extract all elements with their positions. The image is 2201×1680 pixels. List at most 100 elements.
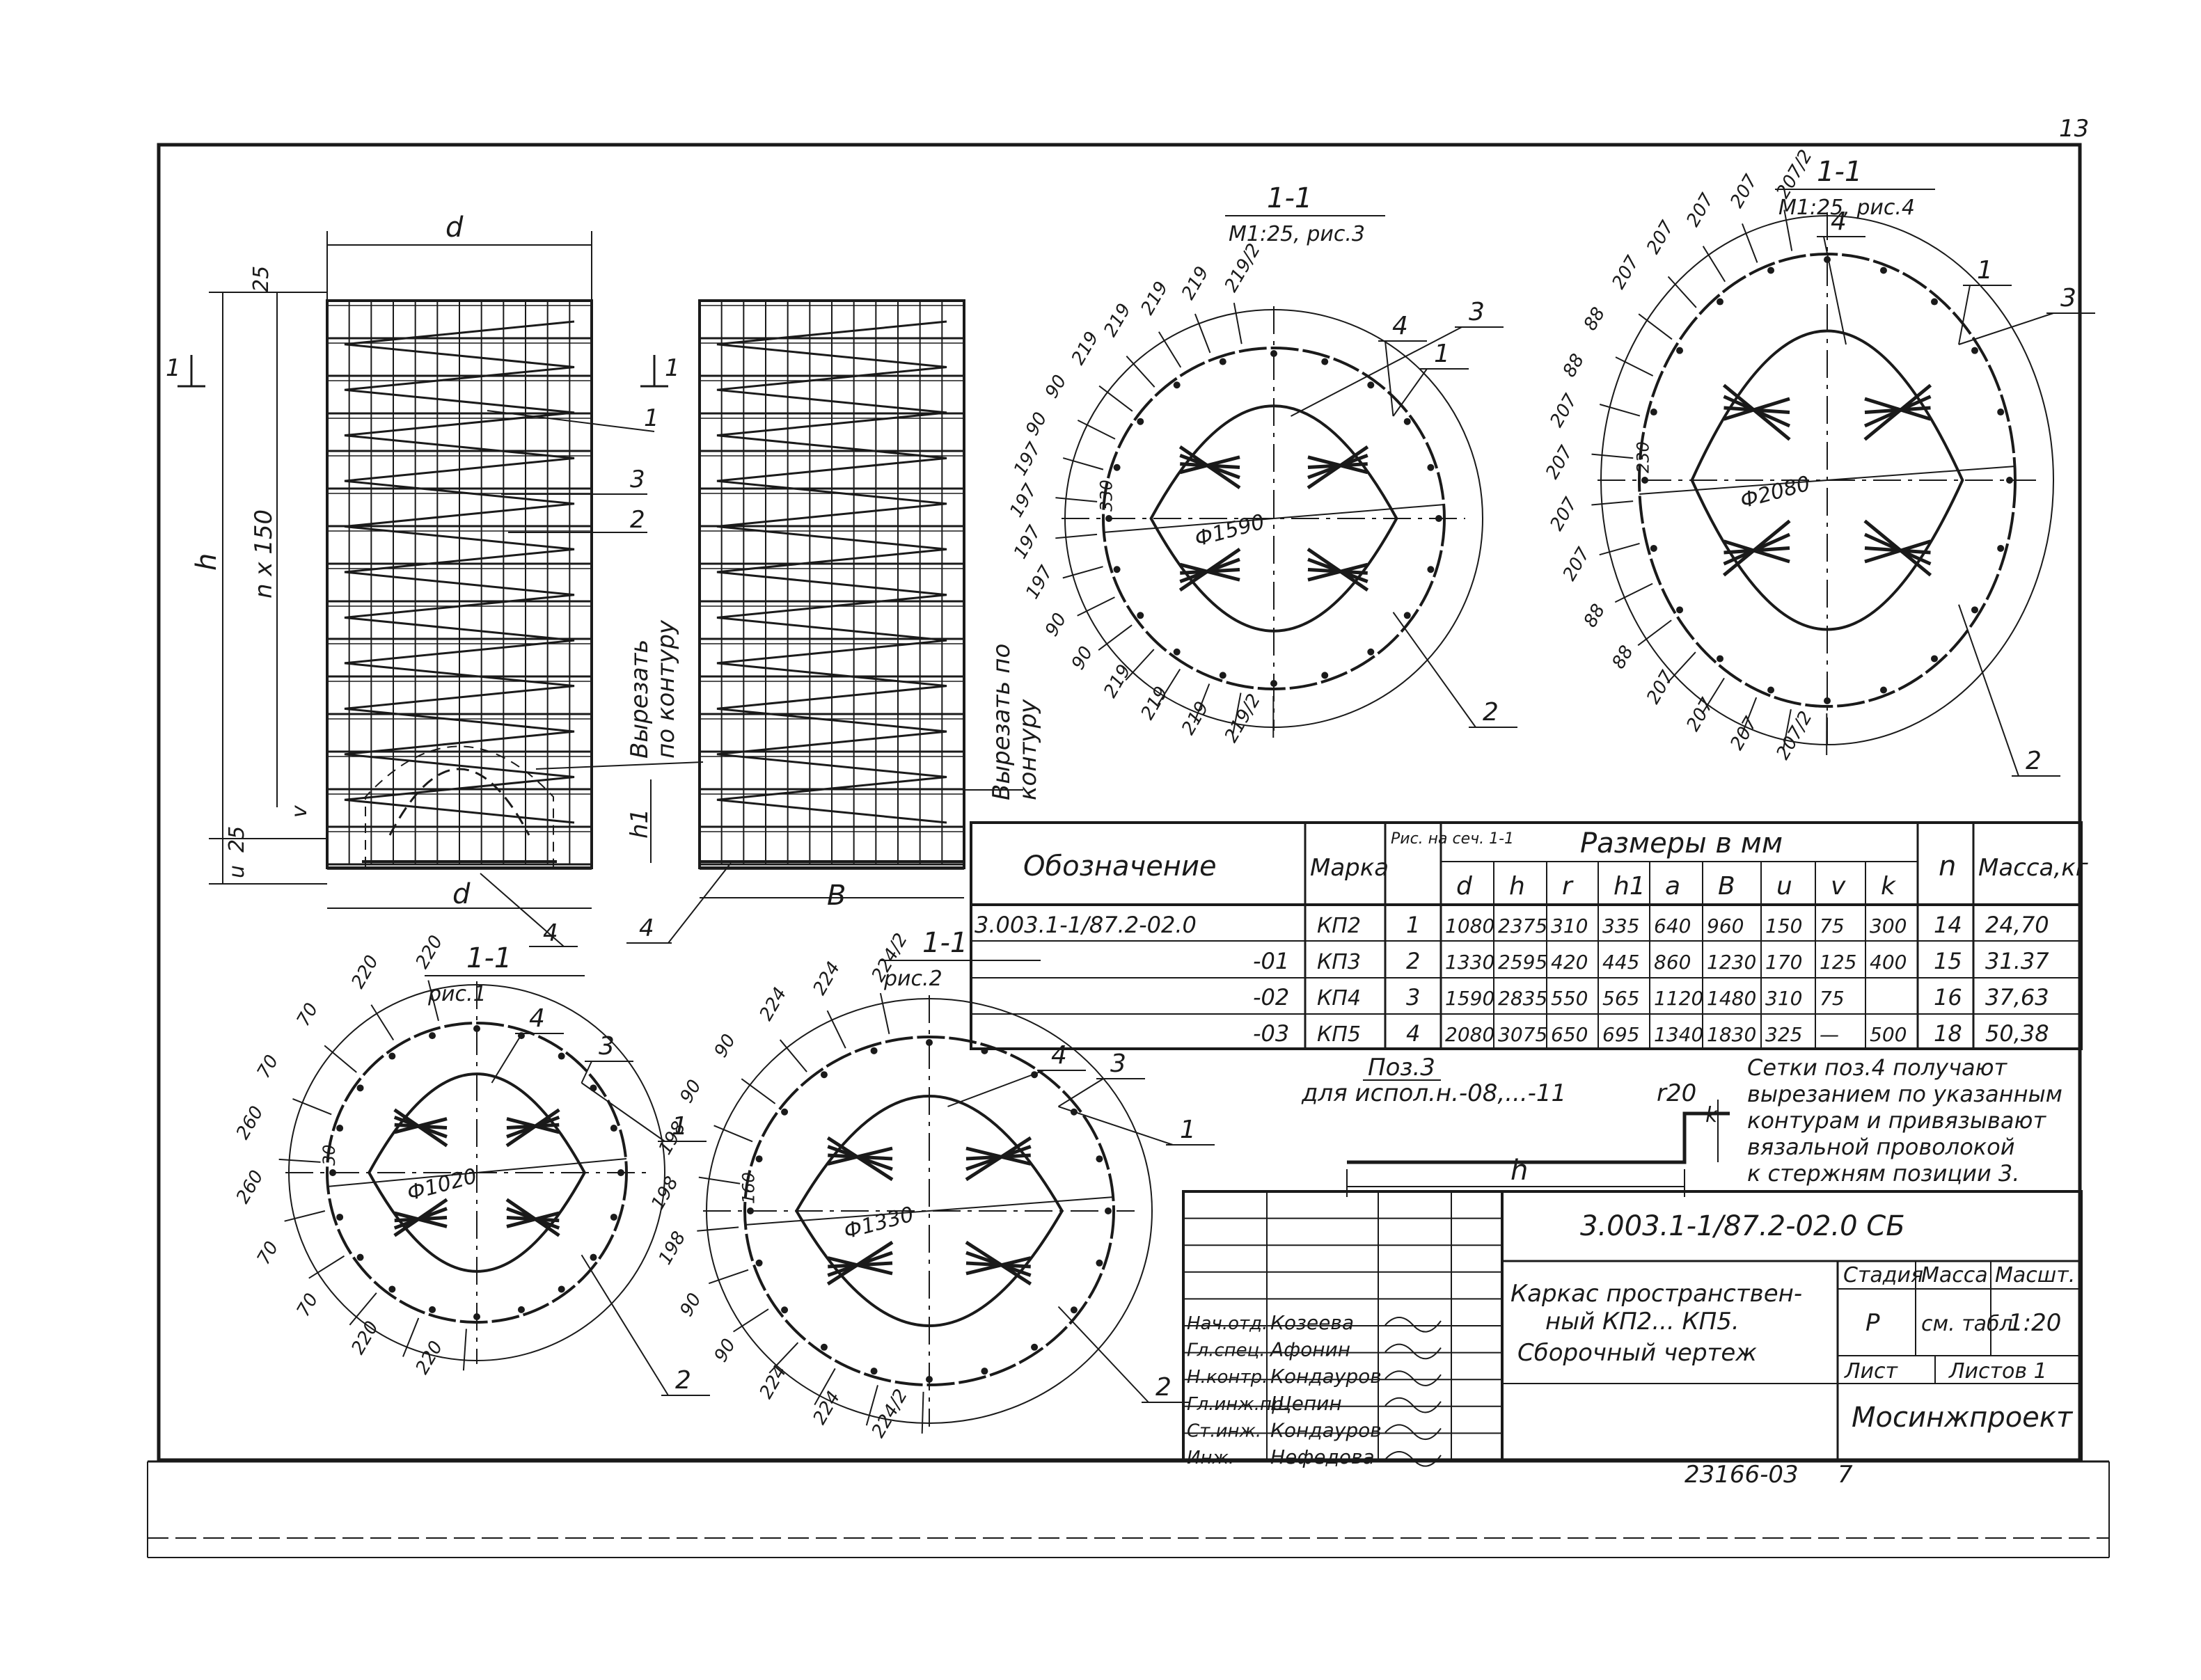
callout-leader	[1058, 1106, 1174, 1146]
spec-row-value: 500	[1870, 1023, 1907, 1046]
title-block-name: Щепин	[1270, 1392, 1342, 1415]
dimension-tick	[1158, 331, 1182, 368]
spec-row-value: 1480	[1707, 987, 1756, 1010]
spec-row-value: 400	[1870, 951, 1907, 974]
dimension-tick	[741, 1078, 776, 1104]
callout-1: 1	[644, 404, 659, 432]
tb-name-1: Каркас пространствен-	[1510, 1280, 1802, 1308]
spec-row-value: 310	[1551, 914, 1588, 937]
longitudinal-rod	[1427, 566, 1435, 573]
section-title: 1-1	[466, 942, 512, 974]
longitudinal-rod	[1767, 686, 1775, 694]
spec-row-value: 310	[1765, 987, 1802, 1010]
pos3-for-exec: для испол.н.-08,...-11	[1301, 1079, 1566, 1107]
pos3-h-dim: h	[1510, 1155, 1528, 1187]
longitudinal-rod	[1137, 418, 1144, 425]
arc-dimension-label: 70	[293, 999, 323, 1030]
spec-row-value: 325	[1765, 1023, 1802, 1046]
arc-dimension-label: 90	[1068, 643, 1098, 674]
dimension-tick	[370, 1004, 395, 1041]
dim-u: u	[225, 865, 249, 878]
diameter-label: Ф1590	[1192, 509, 1268, 551]
spiral-bar-section	[1307, 562, 1368, 582]
spec-table: Обозначение Марка Рис. на сеч. 1-1 Разме…	[970, 821, 2089, 1050]
dimension-tick	[1098, 624, 1133, 651]
dim-h1: h1	[626, 809, 654, 839]
longitudinal-rod	[1676, 347, 1684, 354]
longitudinal-rod	[336, 1125, 344, 1132]
dimension-tick	[879, 992, 890, 1034]
longitudinal-rod	[1321, 672, 1329, 679]
dimension-tick	[308, 1255, 345, 1279]
longitudinal-rod	[610, 1213, 617, 1221]
spec-row-value: 75	[1820, 914, 1845, 937]
dim-25-top: 25	[249, 266, 274, 292]
signature	[1384, 1397, 1442, 1413]
dimension-tick	[1638, 313, 1673, 340]
dimension-tick	[324, 1045, 357, 1073]
longitudinal-rod	[1717, 655, 1724, 663]
inner-mesh-contour	[1690, 329, 1964, 631]
section-title: 1-1	[1817, 156, 1862, 188]
spec-row-mark: КП2	[1317, 914, 1361, 938]
spec-row-mass: 24,70	[1985, 912, 2049, 938]
dimension-tick	[1701, 677, 1725, 714]
callout-number: 3	[1469, 298, 1485, 326]
spec-row-value: 1830	[1707, 1023, 1756, 1046]
arc-dimension-label: 260	[232, 1167, 268, 1207]
longitudinal-rod	[1321, 358, 1329, 365]
title-block-role: Гл.инж.пр.	[1187, 1394, 1289, 1415]
arc-dimension-label: 198	[647, 1173, 683, 1214]
tb-mass: см. табл.	[1921, 1312, 2019, 1336]
spiral-bar-section	[1723, 539, 1790, 564]
spec-size-header: h1	[1614, 872, 1646, 901]
longitudinal-rod	[429, 1032, 436, 1040]
arc-dimension-label: 70	[253, 1052, 283, 1082]
longitudinal-rod	[473, 1025, 480, 1032]
spec-row-value: 1590	[1445, 987, 1494, 1010]
spec-row-designation: -03	[1253, 1020, 1289, 1047]
spec-row-n: 18	[1934, 1020, 1962, 1047]
spiral-bar	[716, 320, 947, 824]
spec-row-value: 3075	[1498, 1023, 1547, 1046]
callout-number: 3	[599, 1032, 615, 1061]
spiral-bar-section	[506, 1211, 560, 1228]
spec-row-mass: 50,38	[1985, 1020, 2049, 1047]
note-line: Сетки поз.4 получают	[1747, 1054, 2008, 1081]
arc-dimension-label: 220	[412, 932, 448, 972]
section-subtitle: рис.1	[427, 982, 487, 1006]
spec-size-header: a	[1665, 872, 1680, 901]
longitudinal-rod	[1219, 358, 1226, 365]
arc-dimension-label: 90	[1041, 610, 1071, 640]
hdr-mark: Марка	[1310, 854, 1389, 882]
dim-d-top: d	[445, 212, 464, 244]
spiral-bar-section	[1179, 455, 1240, 475]
longitudinal-rod	[2006, 477, 2013, 484]
title-block: Нач.отд.КозееваГл.спец.АфонинН.контр.Кон…	[1182, 1190, 2083, 1489]
dim-v: v	[287, 805, 312, 818]
dimension-tick	[1599, 404, 1641, 417]
section-mark-left: 1	[166, 354, 181, 382]
longitudinal-rod	[820, 1343, 828, 1351]
longitudinal-rod	[1997, 409, 2005, 416]
diameter-line	[1103, 504, 1445, 533]
title-block-role: Ст.инж.	[1187, 1420, 1261, 1441]
sheet-index: 7	[1838, 1461, 1853, 1489]
longitudinal-rod	[1270, 350, 1277, 357]
spec-row-designation: -02	[1253, 984, 1289, 1011]
spiral-bar-section	[1179, 562, 1240, 582]
longitudinal-rod	[1070, 1306, 1078, 1314]
callout-4-left: 4	[543, 919, 558, 947]
longitudinal-rod	[1113, 566, 1121, 573]
callout-leader	[947, 1070, 1045, 1107]
arc-dimension-label: 224/2	[868, 1386, 912, 1441]
mesh-grid-right	[699, 299, 965, 870]
diameter-label: Ф1330	[842, 1202, 917, 1244]
callout-number: 2	[2026, 747, 2042, 775]
callout-number: 4	[1051, 1041, 1067, 1070]
dimension-tick	[427, 980, 439, 1022]
longitudinal-rod	[1930, 298, 1938, 306]
spec-size-header: u	[1776, 872, 1792, 901]
